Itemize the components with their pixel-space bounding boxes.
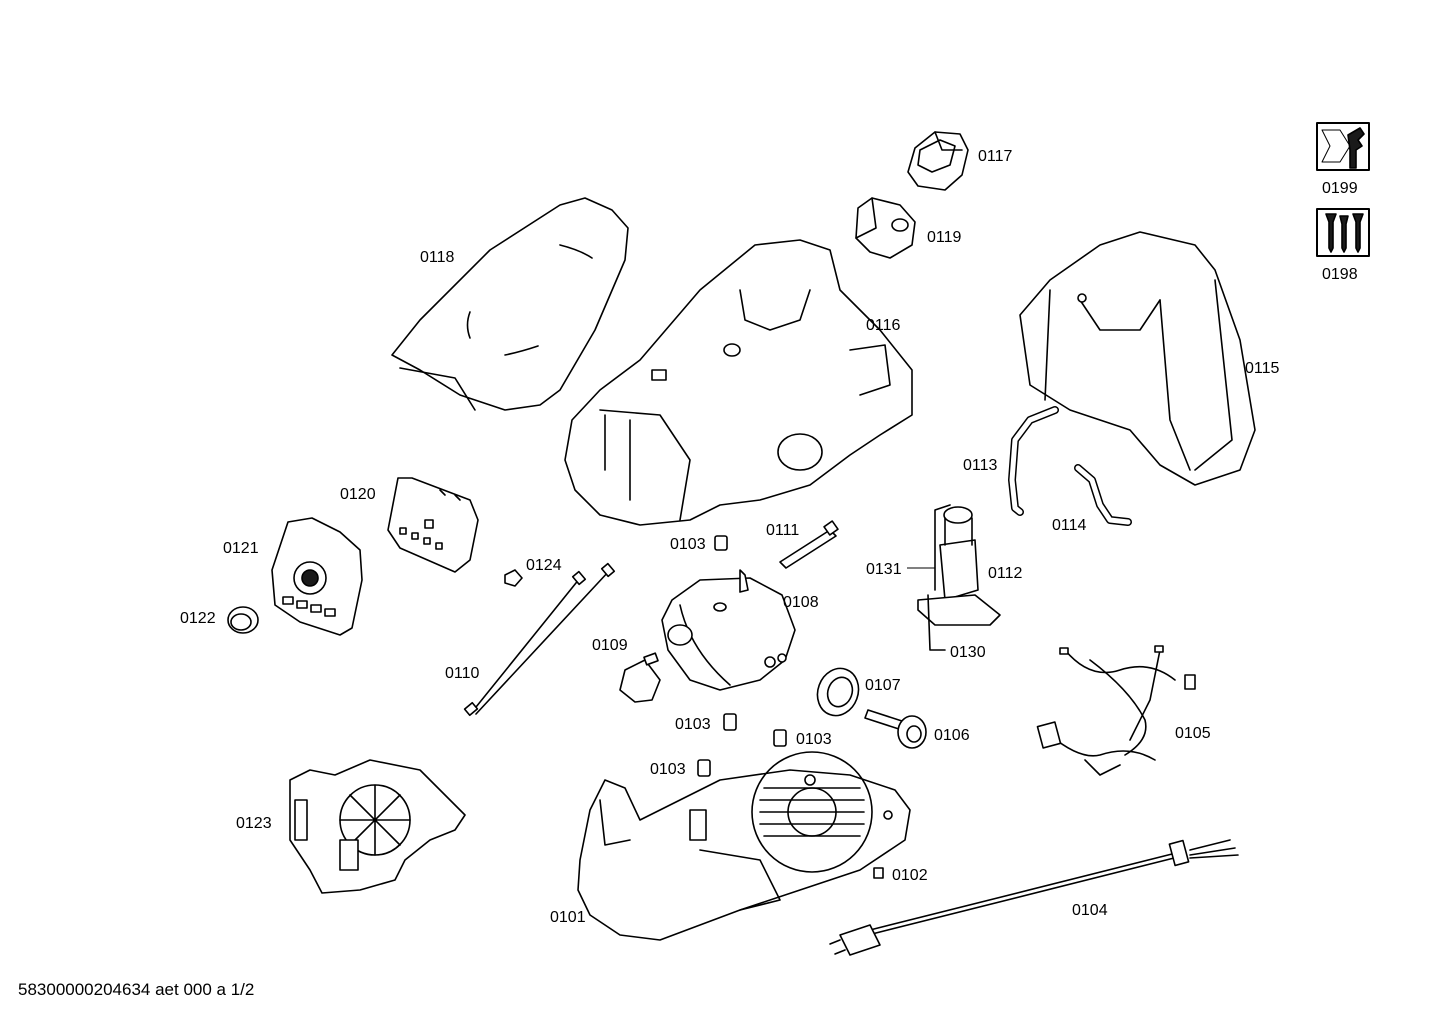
part-0120-drawing (387, 477, 479, 573)
label-0122: 0122 (180, 610, 216, 627)
part-0111-drawing (779, 520, 839, 569)
label-0101: 0101 (550, 909, 586, 926)
label-0131: 0131 (866, 561, 902, 578)
part-0102-drawing (873, 867, 884, 879)
part-0115-drawing (1019, 231, 1256, 486)
part-0113-drawing (1008, 406, 1059, 516)
part-0107-drawing (816, 667, 860, 717)
label-0110: 0110 (445, 665, 480, 682)
part-0118-drawing (391, 197, 629, 411)
label-0103-1: 0103 (670, 536, 706, 553)
label-0117: 0117 (978, 148, 1013, 165)
label-0108: 0108 (783, 594, 819, 611)
part-0103-drawing-1 (714, 535, 728, 551)
label-0130: 0130 (950, 644, 986, 661)
part-0119-drawing (855, 197, 916, 259)
label-0116: 0116 (866, 317, 901, 334)
label-0115: 0115 (1245, 360, 1280, 377)
label-0199: 0199 (1322, 180, 1358, 197)
part-0103-drawing-3 (773, 729, 787, 747)
label-0114: 0114 (1052, 517, 1087, 534)
part-0123-drawing (289, 759, 466, 894)
part-0122-drawing (227, 606, 259, 634)
part-0110-drawing (463, 562, 616, 717)
part-0109-drawing (619, 652, 661, 703)
label-0102: 0102 (892, 867, 928, 884)
label-0113: 0113 (963, 457, 998, 474)
label-0107: 0107 (865, 677, 901, 694)
label-0109: 0109 (592, 637, 628, 654)
part-0106-drawing (864, 709, 927, 749)
label-0103-4: 0103 (650, 761, 686, 778)
wrench-icon (1316, 122, 1370, 171)
label-0103-2: 0103 (675, 716, 711, 733)
part-0117-drawing (907, 131, 969, 191)
part-0103-drawing-4 (697, 759, 711, 777)
part-0103-drawing-2 (723, 713, 737, 731)
part-0124-drawing (504, 569, 523, 587)
part-0108-drawing (661, 569, 796, 691)
part-0116-drawing (564, 239, 913, 526)
part-0121-drawing (271, 517, 363, 636)
part-0112-drawing (917, 504, 1001, 651)
label-0124: 0124 (526, 557, 562, 574)
label-0103-3: 0103 (796, 731, 832, 748)
label-0118: 0118 (420, 249, 455, 266)
part-0114-drawing (1074, 464, 1132, 526)
screws-icon (1316, 208, 1370, 257)
part-0105-drawing (1036, 645, 1196, 776)
label-0111: 0111 (766, 522, 799, 539)
label-0120: 0120 (340, 486, 376, 503)
label-0119: 0119 (927, 229, 962, 246)
label-0121: 0121 (223, 540, 259, 557)
part-0104-drawing (829, 839, 1239, 956)
label-0123: 0123 (236, 815, 272, 832)
document-id-footer: 58300000204634 aet 000 a 1/2 (18, 980, 255, 999)
label-0104: 0104 (1072, 902, 1108, 919)
label-0112: 0112 (988, 565, 1023, 582)
label-0198: 0198 (1322, 266, 1358, 283)
label-0105: 0105 (1175, 725, 1211, 742)
part-0101-drawing (577, 751, 911, 941)
label-0106: 0106 (934, 727, 970, 744)
